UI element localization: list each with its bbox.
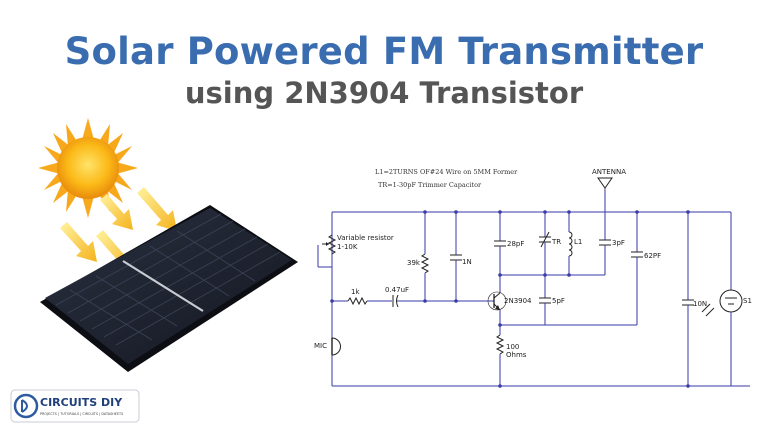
variable-resistor-label: Variable resistor: [337, 234, 394, 242]
junction-dots: [330, 210, 690, 388]
capacitor-047uf-label: 0.47uF: [385, 286, 409, 294]
capacitor-3pf-label: 3pF: [612, 239, 625, 247]
capacitor-28pf-label: 28pF: [507, 240, 524, 248]
coil-l1-label: L1: [574, 238, 582, 246]
page-subtitle: using 2N3904 Transistor: [184, 76, 584, 110]
transistor-label: 2N3904: [504, 297, 532, 305]
trimmer-note: TR=1-30pF Trimmer Capacitor: [378, 181, 482, 189]
resistor-39k-label: 39k: [407, 259, 421, 267]
trimmer-tr-label: TR: [551, 238, 561, 246]
page-title: Solar Powered FM Transmitter: [64, 30, 704, 73]
sun-icon: [38, 118, 138, 218]
resistor-100-label: 100: [506, 343, 519, 351]
resistor-100-unit: Ohms: [506, 351, 527, 359]
capacitor-5pf-label: 5pF: [552, 297, 565, 305]
capacitor-62pf-label: 62PF: [644, 252, 661, 260]
capacitor-1n-label: 1N: [462, 258, 472, 266]
resistor-1k-label: 1k: [351, 288, 360, 296]
logo-name: CIRCUITS DIY: [40, 396, 123, 409]
variable-resistor-value: 1-10K: [337, 243, 358, 251]
capacitor-10n-label: 10N: [693, 300, 707, 308]
switch-s1-label: S1: [743, 297, 752, 305]
antenna-label: ANTENNA: [592, 168, 626, 176]
coil-note: L1=2TURNS OF#24 Wire on 5MM Former: [375, 168, 518, 176]
fm-transmitter-schematic: [317, 177, 750, 387]
circuits-diy-logo[interactable]: CIRCUITS DIY PROJECTS | TUTORIALS | CIRC…: [10, 389, 140, 423]
solar-panel-icon: [40, 205, 298, 372]
mic-label: MIC: [314, 342, 327, 350]
microphone-icon: [331, 337, 341, 356]
logo-tagline: PROJECTS | TUTORIALS | CIRCUITS | DATASH…: [40, 412, 123, 416]
